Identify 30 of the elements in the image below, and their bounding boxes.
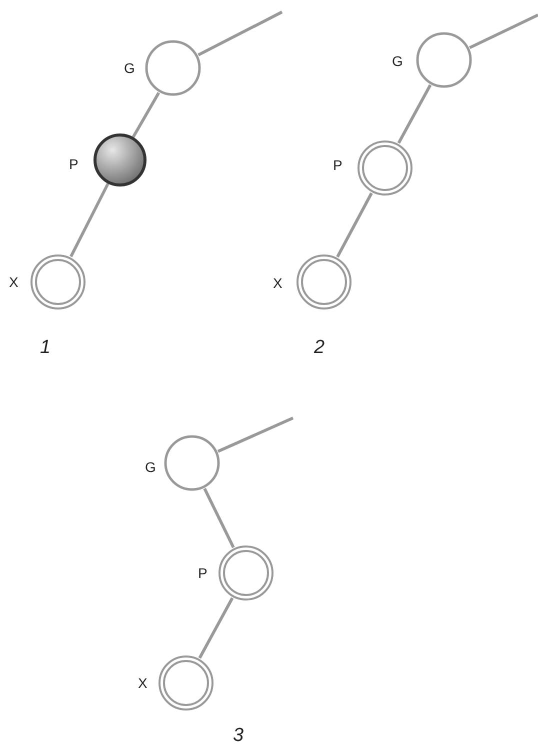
branch-line — [217, 416, 294, 453]
double-ring-tree-node — [29, 253, 87, 311]
node-label: G — [392, 53, 403, 69]
tree-edge — [397, 84, 432, 144]
double-ring-tree-node — [157, 654, 215, 712]
branch-line — [198, 10, 283, 56]
node-label: X — [9, 274, 18, 290]
step-number: 3 — [233, 725, 244, 747]
double-ring-tree-node — [217, 544, 275, 602]
tree-edge — [198, 597, 234, 659]
double-ring-tree-node — [356, 139, 414, 197]
node-label: X — [273, 275, 282, 291]
tree-node — [415, 31, 473, 89]
node-label: G — [124, 60, 135, 76]
node-label: P — [69, 156, 78, 172]
double-ring-tree-node — [295, 253, 353, 311]
step-number: 2 — [314, 337, 325, 359]
node-label: P — [333, 157, 342, 173]
node-label: X — [138, 675, 148, 691]
filled-tree-node — [93, 133, 147, 187]
tree-edge — [132, 92, 160, 138]
node-label: P — [198, 565, 208, 581]
tree-edge — [336, 192, 373, 258]
tree-edge — [203, 488, 235, 548]
node-label: G — [145, 459, 156, 475]
branch-line — [469, 14, 538, 50]
tree-node — [144, 39, 202, 97]
step-number: 1 — [40, 337, 51, 359]
tree-edge — [70, 182, 110, 258]
tree-node — [163, 434, 221, 492]
